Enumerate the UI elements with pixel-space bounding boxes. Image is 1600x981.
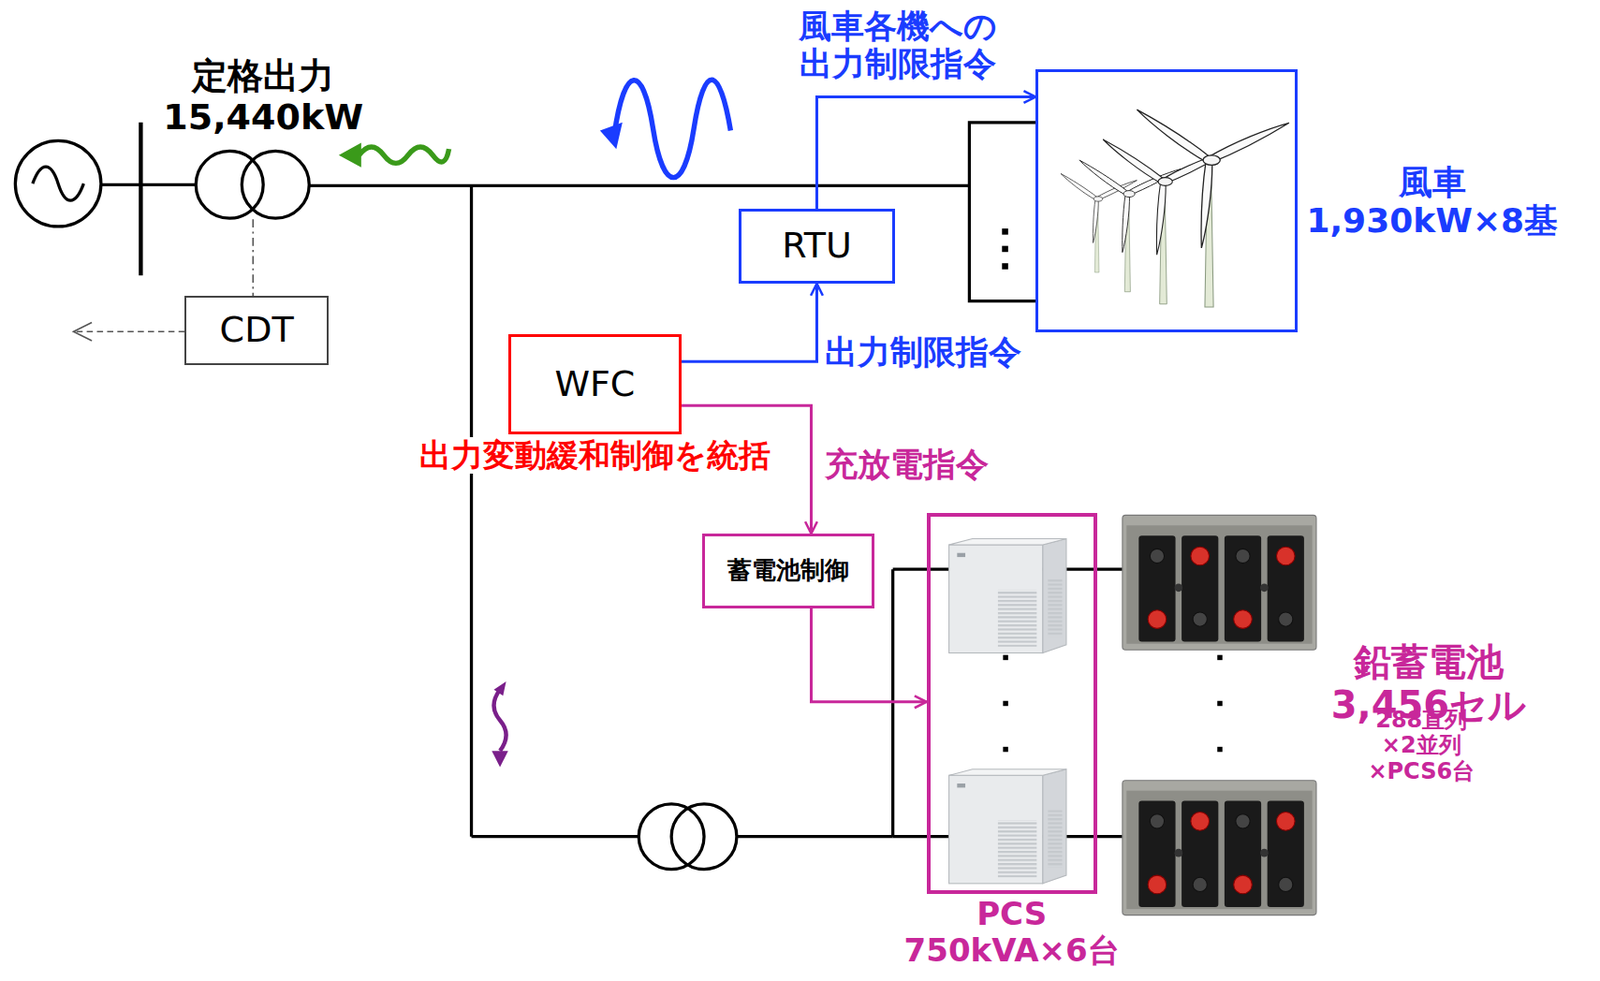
grid-wire	[736, 835, 894, 838]
pcs-cabinet-illustration	[949, 538, 1067, 653]
ellipsis-dots	[1217, 747, 1222, 752]
rtu-box: RTU	[738, 208, 896, 284]
grid-wire	[968, 122, 1036, 302]
generator-symbol	[14, 140, 102, 227]
power-flow-wave	[359, 146, 450, 163]
grid-wire	[101, 183, 142, 187]
transformer-symbol	[195, 150, 737, 869]
cdt-leader	[75, 330, 186, 333]
grid-wire	[469, 185, 473, 837]
generator-symbol	[32, 166, 84, 201]
rating-label: 定格出力 15,440kW	[162, 56, 364, 138]
ellipsis-dots	[1002, 701, 1008, 706]
box-label: RTU	[781, 225, 852, 267]
pcs-cabinet-illustration	[949, 538, 1067, 883]
signal-connector	[681, 283, 817, 362]
ellipsis-dots	[1217, 701, 1222, 706]
power-flow-wave	[491, 750, 508, 767]
pcs-label: PCS 750kVA×6台	[904, 895, 1120, 969]
grid-wire	[140, 183, 196, 187]
wind-turbine-illustration	[1059, 106, 1292, 308]
box-label: 蓄電池制御	[727, 557, 850, 586]
pcs-cabinet-illustration	[949, 769, 1067, 884]
power-flow-wave	[338, 143, 362, 168]
command-label: 出力制限指令	[824, 333, 1022, 371]
transformer-symbol	[671, 804, 737, 870]
box-label: WFC	[554, 364, 635, 406]
cdt-box: CDT	[184, 295, 329, 366]
power-flow-wave	[338, 79, 732, 767]
grid-wire	[101, 122, 1123, 837]
battery-config-note: 288直列×2並列×PCS6台	[1367, 706, 1475, 785]
transformer-symbol	[241, 150, 309, 219]
ellipsis-dots	[1217, 655, 1222, 661]
wind-turbine-illustration	[1134, 106, 1292, 308]
power-flow-wave	[494, 681, 507, 696]
ellipsis-dots	[1001, 228, 1009, 235]
command-label: 充放電指令	[824, 445, 989, 484]
wind-farm-label: 風車 1,930kW×8基	[1306, 161, 1558, 240]
power-flow-wave	[494, 689, 507, 751]
ellipsis-dots	[1002, 655, 1008, 661]
signal-connector	[810, 608, 926, 703]
signal-connector	[816, 97, 1036, 210]
grid-wire	[138, 122, 143, 276]
wind-farm-box: 風車 1,930kW×8基	[1035, 69, 1298, 333]
role-note: 出力変動緩和制御を統括	[415, 437, 775, 474]
command-label: 風車各機への 出力制限指令	[798, 7, 998, 84]
ellipsis-dots	[1001, 263, 1009, 270]
power-flow-wave	[600, 122, 623, 149]
lead-battery-illustration	[1122, 514, 1317, 915]
lead-battery-illustration	[1122, 780, 1317, 916]
battery-control-box: 蓄電池制御	[702, 533, 875, 609]
ellipsis-dots	[1002, 747, 1008, 752]
grid-wire	[308, 184, 969, 188]
pcs-group-box: PCS 750kVA×6台	[926, 513, 1098, 895]
wfc-box: WFC出力変動緩和制御を統括	[508, 334, 682, 435]
ellipsis-dots	[1001, 246, 1009, 253]
power-flow-wave	[614, 79, 731, 177]
box-label: CDT	[220, 309, 294, 352]
cdt-leader	[73, 322, 92, 341]
generator-symbol	[14, 140, 102, 227]
lead-battery-illustration	[1122, 514, 1317, 650]
cdt-leader	[251, 219, 254, 296]
grid-wire	[471, 835, 640, 838]
